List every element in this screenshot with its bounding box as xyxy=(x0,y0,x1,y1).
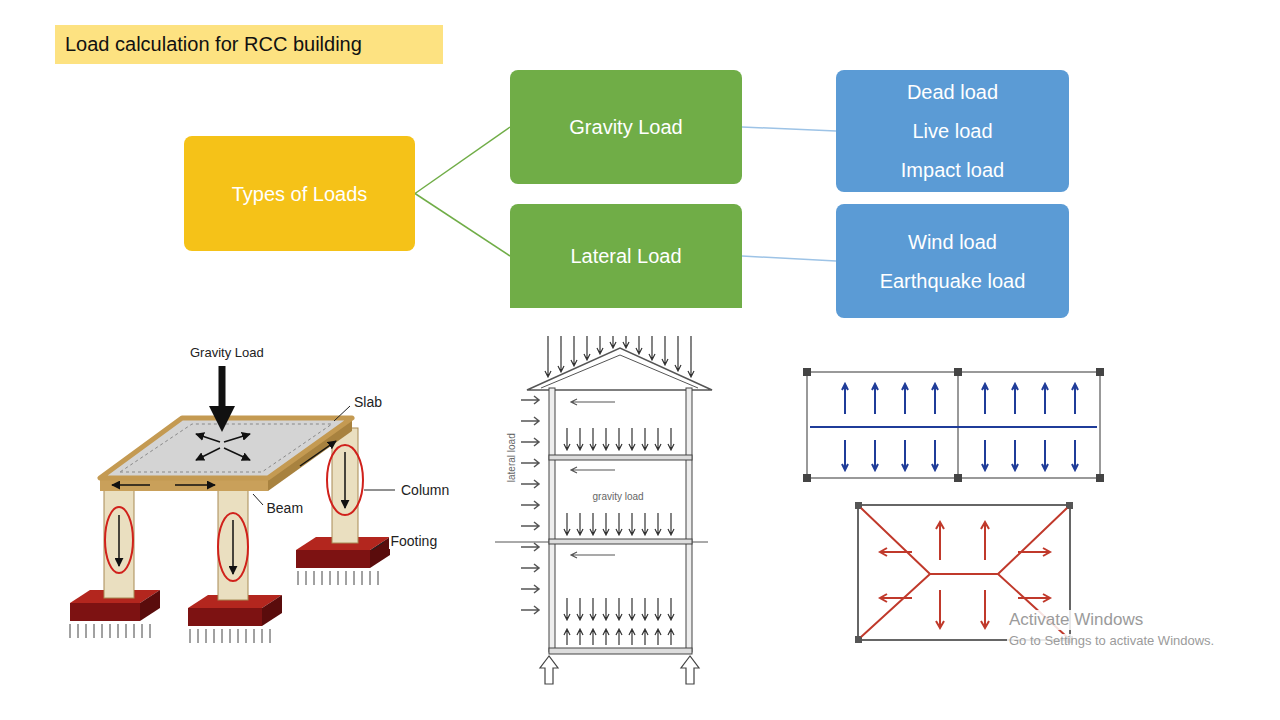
category-box: Types of Loads xyxy=(184,136,415,251)
lateral-load-arrows xyxy=(521,396,539,614)
footing-side xyxy=(370,537,390,568)
beam-load-arrow xyxy=(300,441,336,466)
support-reaction-arrow xyxy=(681,656,699,684)
roof-outline xyxy=(527,348,712,390)
ground-line xyxy=(495,542,708,543)
gravity-arrow-head xyxy=(209,406,235,432)
building-section xyxy=(495,336,712,684)
tree-connector xyxy=(415,194,510,257)
slab-outline xyxy=(807,372,1100,478)
axis-note: lateral load xyxy=(505,431,517,484)
leader-line xyxy=(253,494,263,505)
floor-slab xyxy=(549,539,692,544)
leader-line xyxy=(372,542,384,550)
watermark: Go to Settings to activate Windows. xyxy=(1007,634,1216,649)
footing-front xyxy=(296,550,370,568)
footing-side xyxy=(140,590,160,621)
support-reaction-arrow xyxy=(540,656,558,684)
wall xyxy=(686,388,692,652)
box-text: Wind load xyxy=(908,230,997,254)
slab-load-arrow xyxy=(196,434,220,442)
load-list-box: Wind loadEarthquake load xyxy=(836,204,1069,318)
part-label: Footing xyxy=(389,533,440,549)
slide-title: Load calculation for RCC building xyxy=(55,25,443,64)
storey-shear-arrows xyxy=(571,399,615,558)
axis-note: gravity load xyxy=(591,491,646,503)
roof-inner-line xyxy=(541,355,698,388)
floor-slab xyxy=(549,455,692,460)
gravity-arrow-shaft xyxy=(219,366,226,410)
roof-load-arrows xyxy=(545,336,694,377)
box-text: Lateral Load xyxy=(570,244,681,268)
part-label: Beam xyxy=(265,500,306,516)
red-circle-mark xyxy=(105,507,133,573)
load-divide-line xyxy=(810,426,1097,428)
footing-front xyxy=(188,608,262,626)
load-group-box: Gravity Load xyxy=(510,70,742,184)
slab-panel-line xyxy=(120,424,332,472)
column-load-arrow xyxy=(118,515,120,566)
red-circle-mark xyxy=(327,445,363,515)
one-way-slab-plan xyxy=(803,368,1104,482)
callout-label: Gravity Load xyxy=(188,346,266,361)
tree-connector xyxy=(415,127,510,194)
column-load-arrow xyxy=(344,452,346,508)
part-label: Column xyxy=(399,482,451,498)
slab-top xyxy=(100,418,352,478)
red-circle-mark xyxy=(218,513,248,581)
beam-load-arrow xyxy=(112,484,150,486)
footing-side xyxy=(262,595,282,626)
wall xyxy=(549,388,555,652)
reaction-arrows xyxy=(564,629,674,645)
floor-slab xyxy=(549,648,692,654)
box-text: Types of Loads xyxy=(232,182,368,206)
tree-connector xyxy=(742,127,836,131)
box-text: Earthquake load xyxy=(880,269,1026,293)
floor-load-arrows xyxy=(564,513,674,535)
column-load-arrow xyxy=(232,520,234,574)
load-transfer-arrows xyxy=(842,384,1078,470)
footing-front xyxy=(70,603,140,621)
part-label: Slab xyxy=(352,394,384,410)
beam-load-arrow xyxy=(175,484,215,486)
load-list-box: Dead loadLive loadImpact load xyxy=(836,70,1069,192)
column-marks xyxy=(803,368,1104,482)
column-shape xyxy=(104,488,134,598)
slab-load-arrow xyxy=(196,448,220,460)
slab-load-arrow xyxy=(224,448,250,460)
load-group-box: Lateral Load xyxy=(510,204,742,308)
watermark: Activate Windows xyxy=(1007,610,1145,630)
beam-line xyxy=(957,372,959,478)
box-text: Dead load xyxy=(907,80,998,104)
box-text: Live load xyxy=(912,119,992,143)
floor-load-arrows xyxy=(564,428,674,450)
column-shape xyxy=(218,488,248,600)
tree-connector xyxy=(742,256,836,261)
box-text: Impact load xyxy=(901,158,1004,182)
leader-line xyxy=(334,406,350,421)
leader-line xyxy=(364,490,395,491)
frame-illustration xyxy=(70,366,395,643)
slab-load-arrow xyxy=(224,434,250,442)
floor-load-arrows xyxy=(564,598,674,620)
box-text: Gravity Load xyxy=(569,115,682,139)
